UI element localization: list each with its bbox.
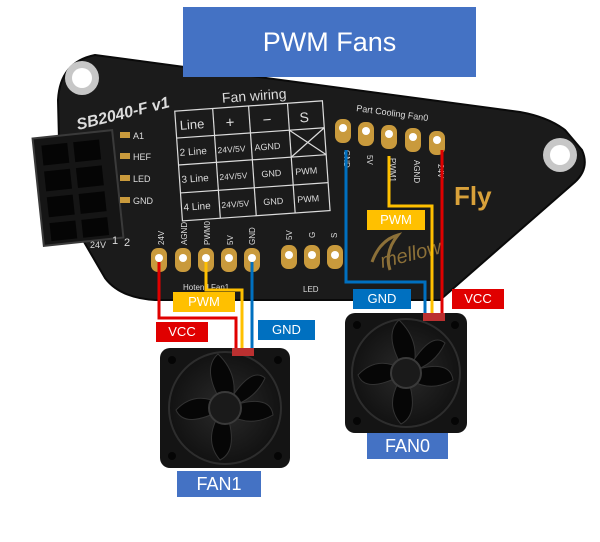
mounting-hole-right xyxy=(543,138,577,172)
led-label: LED xyxy=(303,285,319,294)
mounting-hole-left xyxy=(65,61,99,95)
table-row3-minus: GND xyxy=(263,196,284,207)
led-pads xyxy=(281,245,343,269)
table-header-plus: + xyxy=(225,114,235,132)
fan0-pwm-wire xyxy=(387,156,434,316)
table-row2-plus: 24V/5V xyxy=(219,170,248,182)
fan0-vcc-tag: VCC xyxy=(452,289,504,309)
fan-wiring-table: Fan wiring Line + − S 2 Line 24V/5V AGND… xyxy=(174,85,331,222)
led-pin-g: G xyxy=(308,232,317,238)
table-row1-plus: 24V/5V xyxy=(217,143,246,155)
hotend-fan-pads xyxy=(151,248,260,272)
fan0-gnd-tag: GND xyxy=(353,289,411,309)
header-pin-hef: HEF xyxy=(133,152,152,162)
brand-logo: Fly xyxy=(454,181,492,211)
part-pin-pwm1: PWM1 xyxy=(388,158,397,183)
fan1-body xyxy=(160,348,290,468)
table-row3-plus: 24V/5V xyxy=(221,198,250,210)
header-pin-gnd: GND xyxy=(133,196,154,206)
table-row2-s: PWM xyxy=(295,165,318,177)
header-number-1: 1 xyxy=(112,235,118,247)
brand-swoosh xyxy=(370,232,403,271)
pcb-board xyxy=(56,53,586,301)
fan0-body xyxy=(345,313,467,433)
table-row3-s: PWM xyxy=(297,193,320,205)
part-pin-5v: 5V xyxy=(365,155,374,165)
led-pin-5v: 5V xyxy=(285,230,294,240)
fan1-label: FAN1 xyxy=(177,471,261,497)
fan0-label: FAN0 xyxy=(367,433,448,459)
hotend-pin-5v: 5V xyxy=(226,235,235,245)
fan0-gnd-wire xyxy=(344,150,427,316)
table-row1-line: 2 Line xyxy=(179,146,207,159)
part-pin-agnd: AGND xyxy=(412,160,421,183)
table-row2-line: 3 Line xyxy=(181,173,209,186)
hotend-pin-gnd: GND xyxy=(248,227,257,245)
header-pin-a1: A1 xyxy=(133,131,144,141)
led-pin-s: S xyxy=(330,233,339,238)
fan1-pwm-tag: PWM xyxy=(173,292,235,312)
header-pin-led: LED xyxy=(133,174,151,184)
hotend-pin-24v: 24V xyxy=(157,230,166,245)
fan1-vcc-tag: VCC xyxy=(156,322,208,342)
fan-wiring-title: Fan wiring xyxy=(221,85,287,105)
left-header-pins xyxy=(120,132,130,203)
table-header-s: S xyxy=(299,109,309,126)
table-row1-minus: AGND xyxy=(254,141,281,153)
hotend-pin-pwm0: PWM0 xyxy=(203,220,212,245)
fan0-pwm-tag: PWM xyxy=(367,210,425,230)
fan1-vcc-wire xyxy=(157,262,238,352)
fan1-gnd-tag: GND xyxy=(258,320,315,340)
part-fan-pads xyxy=(335,119,445,155)
page-title: PWM Fans xyxy=(183,7,476,77)
hotend-pin-agnd: AGND xyxy=(180,222,189,245)
table-row2-minus: GND xyxy=(261,168,282,179)
left-connector xyxy=(31,129,125,247)
table-header-line: Line xyxy=(179,116,205,133)
header-pin-24v: 24V xyxy=(90,240,106,250)
table-row3-line: 4 Line xyxy=(183,201,211,214)
fan1-pwm-wire xyxy=(204,262,244,352)
table-header-minus: − xyxy=(262,111,272,129)
header-number-2: 2 xyxy=(124,237,130,249)
